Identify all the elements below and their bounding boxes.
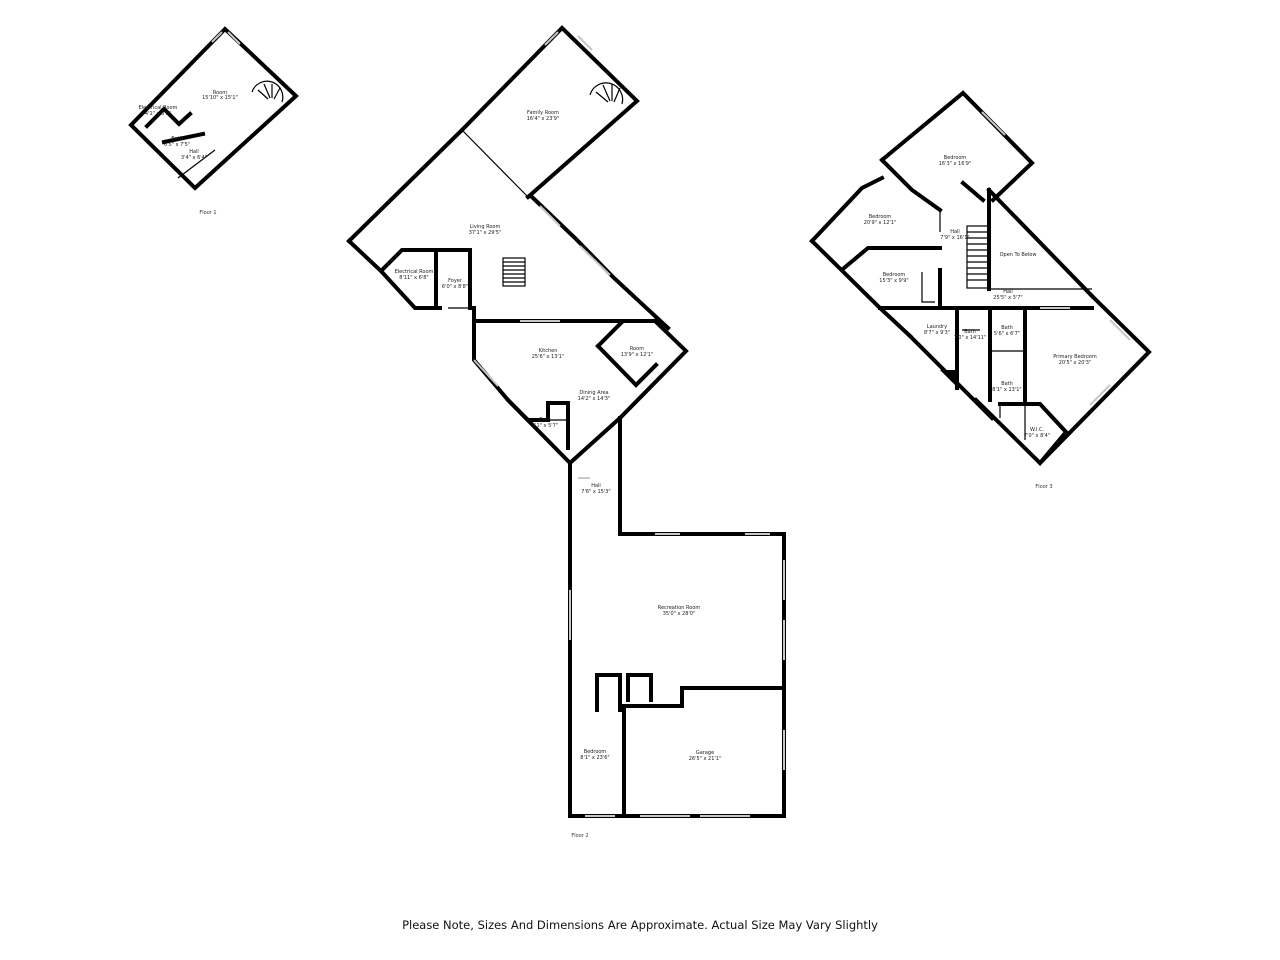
floor-2-plan <box>346 25 786 818</box>
room-label: Bath <box>171 136 183 142</box>
room-label: Room <box>213 90 227 96</box>
room-dims: 7'0" x 14'11" <box>954 335 987 341</box>
room-label: Hall <box>950 229 960 235</box>
room-label: Garage <box>696 750 714 756</box>
room-dims: 15'3" x 9'9" <box>879 278 908 284</box>
room-dims: 37'1" x 29'5" <box>469 230 502 236</box>
room-dims: 6'0" x 8'8" <box>442 284 468 290</box>
room-dims: 16'4" x 23'9" <box>527 116 560 122</box>
room-dims: 5'6" x 6'7" <box>994 331 1020 337</box>
room-label: Recreation Room <box>658 605 701 611</box>
room-dims: 26'5" x 21'1" <box>689 756 722 762</box>
room-dims: 6'5" x 7'5" <box>164 142 190 148</box>
floor-1-plan <box>128 26 299 191</box>
room-dims: 20'9" x 12'1" <box>864 220 897 226</box>
room-dims: 15'10" x 15'1" <box>202 95 238 101</box>
room-labels: Room 15'10" x 15'1" Electrical Room 4'1"… <box>139 90 1097 839</box>
room-label: Hall <box>591 483 601 489</box>
room-label: Electrical Room <box>395 269 434 275</box>
room-dims: 13'9" x 12'1" <box>621 352 654 358</box>
room-dims: 14'2" x 14'3" <box>578 396 611 402</box>
room-label: Bedroom <box>883 272 906 278</box>
room-dims: 8'11" x 6'8" <box>399 275 428 281</box>
room-dims: 20'5" x 20'3" <box>1059 360 1092 366</box>
room-dims: 3'4" x 6'4" <box>181 155 207 161</box>
room-dims: 35'0" x 28'0" <box>663 611 696 617</box>
room-label: Electrical Room <box>139 105 178 111</box>
room-label: Hall <box>1003 289 1013 295</box>
room-dims: 8'1" x 13'1" <box>992 387 1021 393</box>
floor-label: Floor 1 <box>199 210 216 216</box>
room-label: Family Room <box>527 110 559 116</box>
room-label: Room <box>630 346 644 352</box>
room-label: Living Room <box>470 224 501 230</box>
room-label: Open To Below <box>1000 252 1037 258</box>
floor-3-plan <box>809 90 1152 466</box>
floor-label: Floor 3 <box>1035 484 1052 490</box>
room-label: Kitchen <box>539 348 558 354</box>
room-label: Bath <box>964 329 976 335</box>
room-label: Dining Area <box>579 390 608 396</box>
room-label: Bedroom <box>869 214 892 220</box>
room-dims: 8'1" x 23'6" <box>580 755 609 761</box>
room-dims: 16'3" x 16'9" <box>939 161 972 167</box>
room-label: Foyer <box>448 278 463 284</box>
disclaimer-note: Please Note, Sizes And Dimensions Are Ap… <box>402 918 878 932</box>
room-label: Bedroom <box>944 155 967 161</box>
room-dims: 25'5" x 3'7" <box>993 295 1022 301</box>
room-label: Bath <box>539 417 551 423</box>
room-dims: 7'6" x 15'3" <box>581 489 610 495</box>
room-label: W.I.C. <box>1030 427 1045 433</box>
room-label: Primary Bedroom <box>1053 354 1097 360</box>
room-label: Bath <box>1001 325 1013 331</box>
room-label: Laundry <box>927 324 947 330</box>
room-dims: 8'7" x 9'3" <box>924 330 950 336</box>
room-dims: 25'6" x 13'1" <box>532 354 565 360</box>
room-dims: 7'0" x 8'4" <box>1024 433 1050 439</box>
room-label: Hall <box>189 149 199 155</box>
floor-label: Floor 2 <box>571 833 588 839</box>
room-dims: 4'1" x 6'9" <box>145 111 171 117</box>
room-dims: 7'9" x 16'1" <box>940 235 969 241</box>
room-label: Bath <box>1001 381 1013 387</box>
room-dims: 9'1" x 5'7" <box>532 423 558 429</box>
room-label: Bedroom <box>584 749 607 755</box>
